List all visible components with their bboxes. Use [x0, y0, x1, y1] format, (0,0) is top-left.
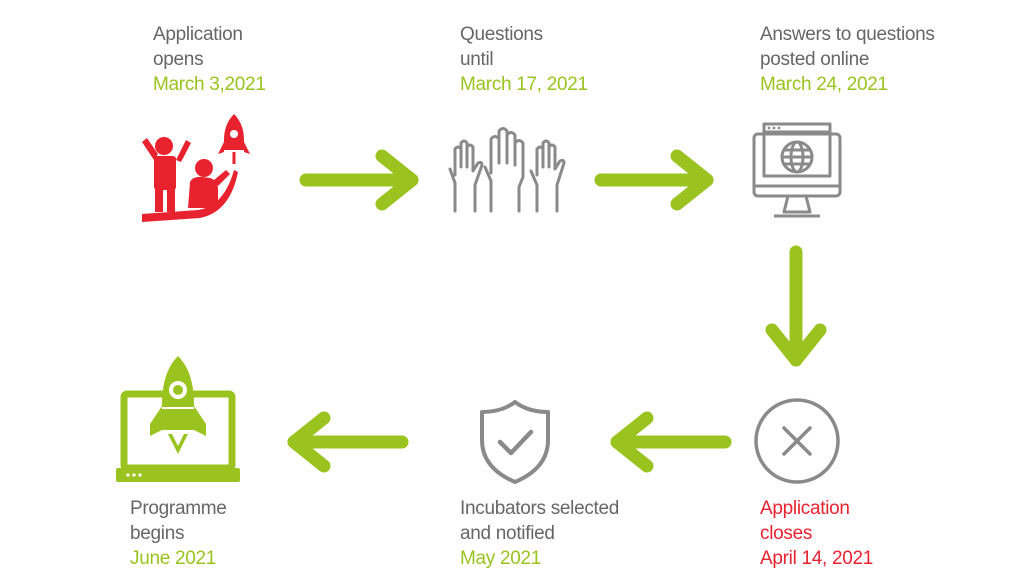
step-title-line1: Application — [760, 498, 850, 519]
step-title-line2: begins — [130, 523, 185, 544]
step-application-opens: Application opens March 3,2021 — [153, 22, 266, 97]
step-title-line2: opens — [153, 49, 204, 70]
arrow-right-icon — [299, 149, 419, 211]
laptop-rocket-icon — [116, 356, 240, 482]
step-questions-until: Questions until March 17, 2021 — [460, 22, 588, 97]
step-title-line1: Application — [153, 24, 243, 45]
step-application-closes: Application closes April 14, 2021 — [760, 496, 873, 571]
people-rocket-icon — [142, 114, 250, 222]
step-date: June 2021 — [130, 548, 217, 569]
step-answers-posted: Answers to questions posted online March… — [760, 22, 935, 97]
step-title-line1: Questions — [460, 24, 543, 45]
arrow-left-icon — [287, 411, 409, 473]
raised-hands-icon — [448, 127, 566, 213]
shield-check-icon — [480, 400, 550, 484]
step-date: May 2021 — [460, 548, 542, 569]
close-circle-icon — [754, 398, 840, 484]
step-programme-begins: Programme begins June 2021 — [130, 496, 227, 571]
step-date: April 14, 2021 — [760, 548, 874, 569]
step-date: March 24, 2021 — [760, 74, 888, 95]
arrow-down-icon — [765, 245, 827, 367]
arrow-left-icon — [610, 411, 732, 473]
step-title-line2: and notified — [460, 523, 555, 544]
step-date: March 17, 2021 — [460, 74, 588, 95]
step-date: March 3,2021 — [153, 74, 266, 95]
step-title-line2: until — [460, 49, 494, 70]
arrow-right-icon — [594, 149, 714, 211]
step-title-line1: Answers to questions — [760, 24, 935, 45]
step-title-line2: posted online — [760, 49, 870, 70]
monitor-globe-icon — [752, 122, 842, 218]
step-incubators-selected: Incubators selected and notified May 202… — [460, 496, 619, 571]
step-title-line1: Programme — [130, 498, 227, 519]
step-title-line1: Incubators selected — [460, 498, 620, 519]
step-title-line2: closes — [760, 523, 813, 544]
